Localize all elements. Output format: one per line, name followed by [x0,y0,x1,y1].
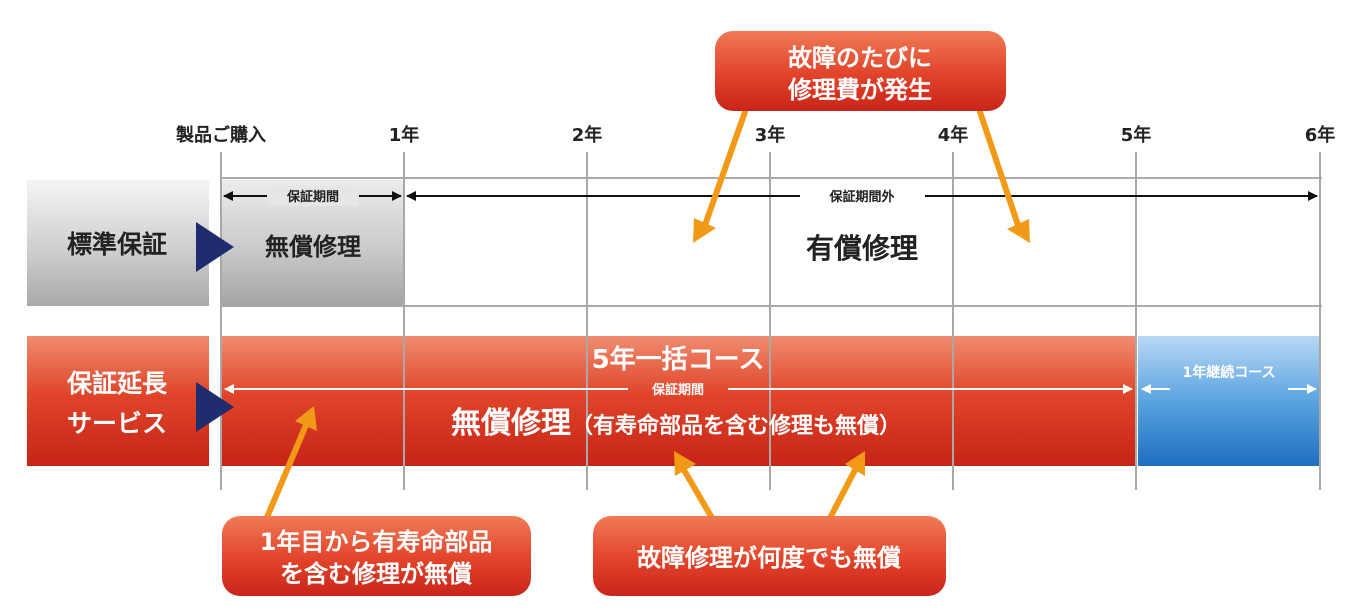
top-callout-arrow-right [977,109,1021,228]
extended-row-triangle-icon [196,382,234,432]
extended-free-repair: 無償修理（有寿命部品を含む修理も無償） [451,406,901,441]
standard-row-label: 標準保証 [67,230,167,259]
bottom-right-arrow-left [681,467,715,521]
bottom-right-callout-text: 故障修理が何度でも無償 [637,544,901,572]
standard-free-repair-label: 無償修理 [265,233,361,261]
bottom-right-arrow-right [827,467,858,521]
bottom-left-callout-line1: 1年目から有寿命部品 [260,528,493,556]
extended-5year-bar [221,336,1136,466]
bottom-right-arrow-right-head [845,451,865,476]
bottom-left-callout-line2: を含む修理が無償 [280,560,472,588]
extended-free-repair-main: 無償修理 [451,406,571,441]
bottom-left-arrow-head [295,406,317,431]
tick-label-1: 1年 [389,124,420,146]
tick-label-5: 5年 [1121,124,1152,146]
tick-lines [220,152,1321,490]
bottom-left-callout-box [222,516,531,596]
top-callout-arrow-left [702,109,748,228]
renewal-1year-bar [1138,336,1320,466]
tick-label-3: 3年 [755,124,786,146]
extended-row-label-line1: 保証延長 [66,369,168,398]
bottom-left-arrow [262,422,309,525]
renewal-label: 1年継続コース [1182,364,1275,381]
orange-arrows [262,109,1030,525]
timeline-start-label: 製品ご購入 [175,124,266,146]
extended-row-label-box [27,336,209,466]
tick-label-6: 6年 [1305,124,1336,146]
bottom-right-arrow-left-head [674,451,696,476]
top-callout-line1: 故障のたびに [788,44,932,72]
standard-row-label-box [27,180,209,306]
top-callout-arrow-right-head [1007,219,1030,243]
standard-period-label: 保証期間 [286,189,339,205]
standard-row-triangle-icon [196,222,234,272]
top-callout-box [715,31,1006,111]
top-callout-line2: 修理費が発生 [787,76,932,104]
extended-row-label-line2: サービス [67,409,167,438]
course-title: 5年一括コース [592,344,765,375]
standard-period-label-bg [268,186,358,206]
tick-label-4: 4年 [938,124,969,146]
paid-repair-label: 有償修理 [806,232,918,265]
extended-free-repair-note: （有寿命部品を含む修理も無償） [571,413,901,439]
bottom-right-callout-box [593,516,946,596]
extended-period-label: 保証期間 [651,382,704,398]
tick-label-2: 2年 [572,124,603,146]
out-of-warranty-label: 保証期間外 [828,189,894,205]
top-callout-arrow-left-head [693,218,716,243]
